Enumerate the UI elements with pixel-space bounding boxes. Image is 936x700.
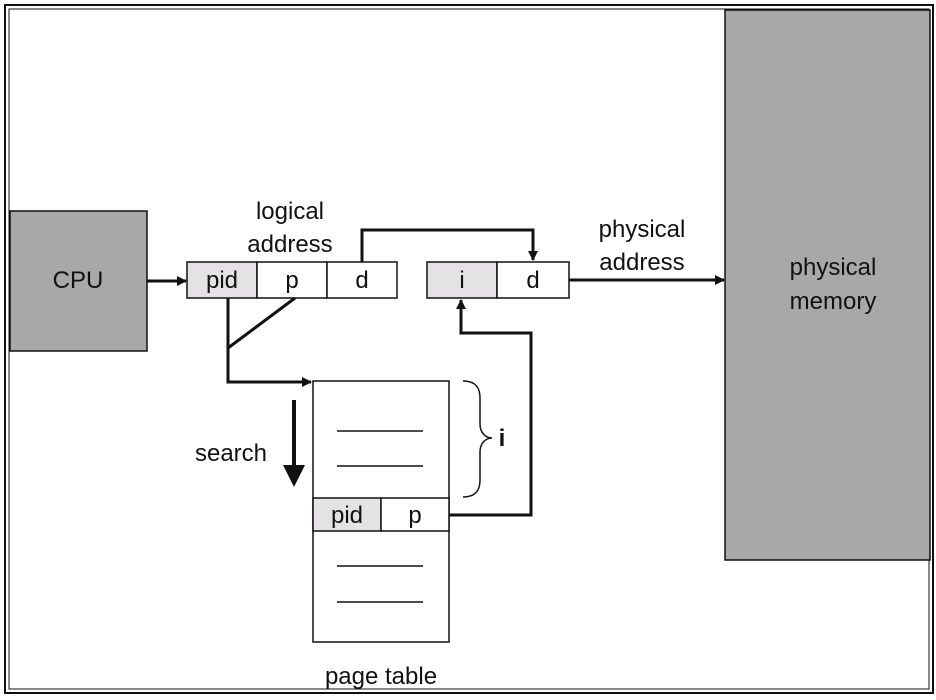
page-table-p-text: p: [408, 502, 421, 529]
physical-i-text: i: [459, 267, 464, 294]
logical-p-text: p: [285, 267, 298, 294]
cpu-box: [9, 210, 148, 352]
physical-d-text: d: [526, 267, 539, 294]
logical-p-field: [256, 261, 328, 299]
search-label: search: [195, 440, 267, 467]
logical-address-register: pid p d: [186, 261, 398, 299]
physical-address-caption-line1: physical: [599, 216, 686, 243]
cpu-label: CPU: [53, 267, 104, 294]
lookup-to-page-table-arrow: [226, 348, 312, 387]
logical-pid-field: [186, 261, 258, 299]
logical-address-caption-line2: address: [247, 231, 332, 258]
logical-d-field: [326, 261, 398, 299]
physical-memory-box: [724, 9, 931, 561]
physical-address-caption-line2: address: [599, 249, 684, 276]
page-table-match-pid-cell: [312, 497, 382, 532]
logical-pid-text: pid: [206, 267, 238, 294]
logical-address-caption-line1: logical: [256, 198, 324, 225]
page-table-pid-text: pid: [331, 502, 363, 529]
physical-memory-label-line1: physical: [790, 254, 877, 281]
page-table-caption: page table: [325, 663, 437, 690]
offset-copy-arrow: [360, 228, 538, 262]
index-brace: [462, 380, 493, 498]
index-brace-label: i: [499, 425, 506, 452]
p-lookup-line: [227, 296, 296, 350]
logical-d-text: d: [355, 267, 368, 294]
physical-memory-label-line2: memory: [790, 288, 877, 315]
index-to-frame-arrow: [449, 299, 533, 517]
physical-address-register: i d: [426, 261, 570, 299]
outer-frame: [4, 4, 934, 694]
